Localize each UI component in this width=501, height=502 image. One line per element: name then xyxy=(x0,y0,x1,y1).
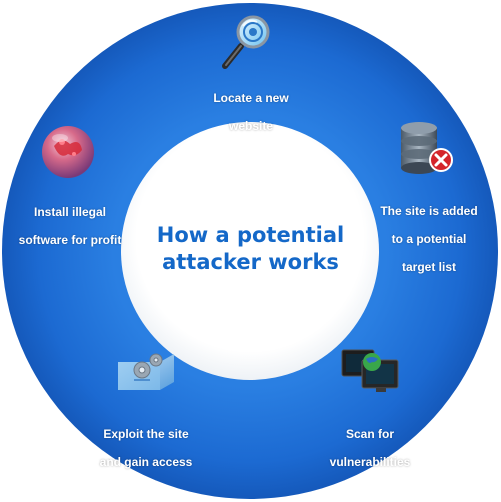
step-label-line: target list xyxy=(401,260,456,274)
step-label-exploit: Exploit the site and gain access xyxy=(84,413,208,483)
step-label-line: software for profit xyxy=(18,233,122,247)
magnifier-icon xyxy=(222,15,270,69)
database-remove-icon xyxy=(401,122,453,174)
step-label-line: website xyxy=(228,119,273,133)
virus-orb-icon xyxy=(42,126,94,178)
step-label-install: Install illegal software for profit xyxy=(12,191,128,261)
step-label-line: and gain access xyxy=(99,455,193,469)
center-disc xyxy=(121,122,379,380)
diagram-title: How a potential attacker works xyxy=(130,222,371,276)
step-label-line: The site is added xyxy=(380,204,478,218)
diagram-title-line: attacker works xyxy=(162,250,339,274)
step-label-line: Locate a new xyxy=(213,91,289,105)
step-label-line: Scan for xyxy=(345,427,394,441)
step-label-line: Install illegal xyxy=(33,205,107,219)
step-label-line: to a potential xyxy=(391,232,467,246)
diagram-title-line: How a potential xyxy=(156,223,345,247)
step-label-locate: Locate a new website xyxy=(196,77,306,147)
step-label-target-list: The site is added to a potential target … xyxy=(372,190,486,288)
step-label-line: vulnerabilities xyxy=(329,455,411,469)
gears-box-icon xyxy=(118,353,174,390)
step-label-scan: Scan for vulnerabilities xyxy=(316,413,424,483)
step-label-line: Exploit the site xyxy=(103,427,189,441)
monitors-icon xyxy=(341,349,399,392)
